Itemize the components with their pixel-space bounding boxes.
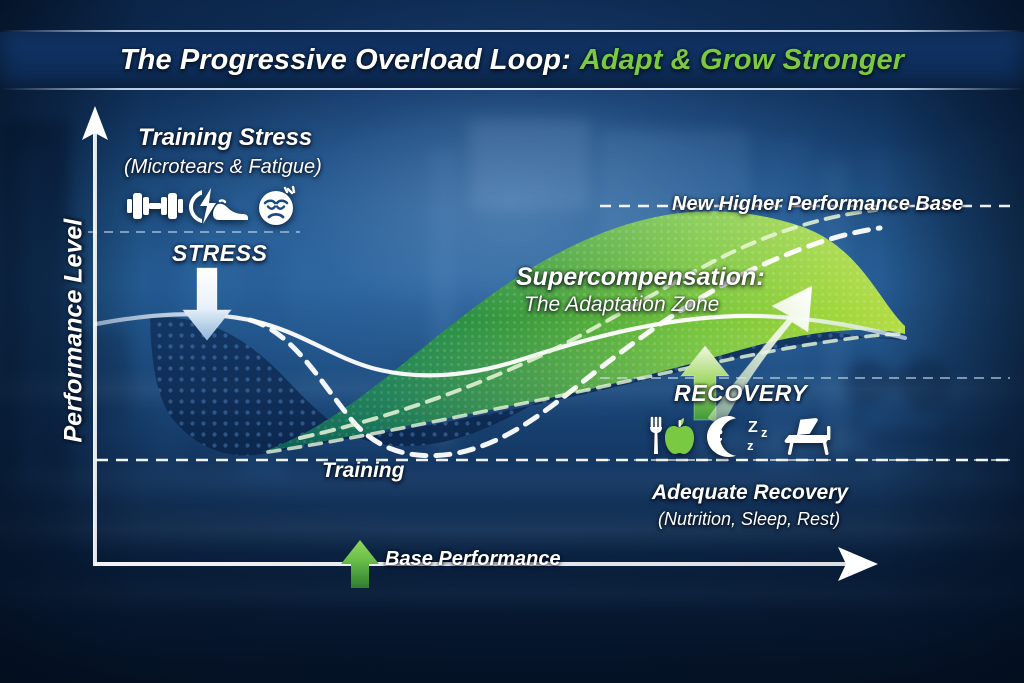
- moon-icon: [707, 416, 736, 457]
- lightning-shoe-icon: [189, 188, 248, 224]
- chart-svg: [82, 106, 1010, 588]
- title-rule-bottom: [0, 88, 1024, 90]
- x-axis-label: Base Performance: [385, 548, 561, 570]
- baseline-curve: [93, 312, 908, 378]
- page-title-accent: Adapt & Grow Stronger: [579, 43, 905, 76]
- supercompensation-subheading: The Adaptation Zone: [524, 293, 720, 316]
- stress-arrow-label: STRESS: [172, 240, 268, 266]
- page-title-main: The Progressive Overload Loop:: [119, 43, 571, 76]
- title-rule-top: [0, 30, 1024, 32]
- tired-face-icon: [259, 185, 296, 225]
- chart-area: Performance Level Training Stress (Micro…: [0, 88, 1024, 683]
- supercompensation-bottom-edge: [266, 332, 907, 454]
- supercompensation-top-edge: [298, 208, 878, 440]
- stress-icon-row: [126, 184, 298, 228]
- fork-apple-icon: [650, 416, 694, 454]
- lounge-chair-icon: [784, 418, 831, 456]
- y-axis-label: Performance Level: [59, 218, 88, 443]
- base-performance-arrow: [341, 540, 379, 588]
- new-higher-performance-base-label: New Higher Performance Base: [672, 193, 964, 215]
- recovery-subheading: (Nutrition, Sleep, Rest): [658, 509, 841, 529]
- y-axis: [82, 106, 108, 566]
- svg-text:z: z: [747, 438, 754, 453]
- recovery-heading: Adequate Recovery: [652, 481, 849, 504]
- training-stress-subheading: (Microtears & Fatigue): [124, 156, 322, 178]
- title-band: [0, 32, 1024, 88]
- recovery-icon-row: Z z z: [648, 414, 839, 458]
- supercompensation-heading: Supercompensation:: [516, 263, 765, 291]
- svg-text:z: z: [761, 425, 768, 440]
- recovery-arrow-label: RECOVERY: [674, 380, 808, 406]
- svg-text:Z: Z: [748, 419, 758, 436]
- training-label: Training: [322, 459, 405, 482]
- training-stress-heading: Training Stress: [138, 124, 313, 151]
- zzz-icon: Z z z: [747, 419, 768, 453]
- growth-arrow: [707, 285, 813, 427]
- x-axis: [95, 547, 878, 581]
- dumbbell-icon: [127, 193, 183, 219]
- page-title: The Progressive Overload Loop: Adapt & G…: [0, 32, 1024, 88]
- performance-curve: [247, 225, 883, 459]
- stress-arrow: [181, 267, 233, 341]
- recovery-arrow: [679, 345, 731, 421]
